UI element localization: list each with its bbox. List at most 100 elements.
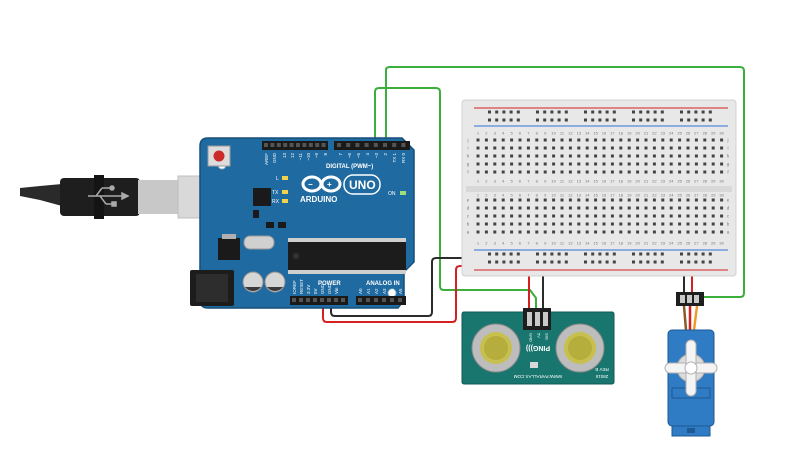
breadboard-column-number: 26: [686, 179, 691, 184]
breadboard-column-number: 13: [577, 131, 582, 136]
breadboard-column-number: 11: [560, 131, 565, 136]
wire-red-5v[interactable]: [322, 265, 477, 323]
wire-green-sensor-signal[interactable]: [374, 87, 537, 311]
breadboard-row-letter: i: [728, 146, 729, 151]
breadboard-column-number: 9: [544, 131, 547, 136]
wire-black-gnd[interactable]: [330, 257, 477, 317]
breadboard-column-number: 1: [477, 179, 480, 184]
power-pin-header[interactable]: [290, 296, 406, 305]
breadboard-column-number: 25: [677, 179, 682, 184]
breadboard-column-number: 3: [494, 131, 497, 136]
breadboard-column-number: 16: [602, 131, 607, 136]
servo-horn[interactable]: [664, 339, 718, 397]
breadboard-column-number: 29: [711, 179, 716, 184]
uno-badge: UNO: [343, 174, 381, 195]
servo-connector[interactable]: [676, 292, 704, 306]
breadboard-column-number: 1: [477, 241, 480, 246]
breadboard-column-number: 17: [610, 179, 615, 184]
arduino-logo-icon: [301, 175, 342, 193]
breadboard-column-number: 2: [485, 193, 488, 198]
breadboard-column-number: 24: [669, 241, 674, 246]
breadboard-labels: 1111222233334444555566667777888899991010…: [467, 131, 730, 246]
breadboard-row-letter: j: [467, 138, 469, 143]
breadboard-column-number: 8: [536, 241, 539, 246]
arduino-logo-text: ARDUINO: [300, 195, 337, 204]
breadboard-column-number: 3: [494, 241, 497, 246]
analog-header-label: ANALOG IN: [366, 281, 400, 287]
breadboard-column-number: 28: [703, 193, 708, 198]
breadboard-column-number: 30: [719, 131, 724, 136]
breadboard-column-number: 11: [560, 241, 565, 246]
power-pin-label: RESET: [299, 279, 304, 294]
sensor-part-text: 28015: [595, 374, 608, 379]
breadboard-column-number: 24: [669, 193, 674, 198]
breadboard-column-number: 29: [711, 131, 716, 136]
breadboard-column-number: 7: [527, 131, 530, 136]
digital-pin-header[interactable]: [262, 141, 410, 150]
digital-pin-label: 13: [282, 153, 287, 159]
power-pin-label: GND: [327, 283, 332, 294]
breadboard-column-number: 19: [627, 241, 632, 246]
breadboard-column-number: 10: [551, 179, 556, 184]
sensor-header-pins[interactable]: [523, 308, 551, 330]
led-label-l: L: [276, 176, 279, 182]
power-pin-label: A4: [390, 288, 395, 294]
breadboard-column-number: 27: [694, 131, 699, 136]
sensor-transducer-left: [471, 323, 521, 373]
breadboard-column-number: 22: [652, 193, 657, 198]
wire-green-servo-signal[interactable]: [385, 66, 745, 298]
breadboard-column-number: 15: [593, 193, 598, 198]
power-pin-label: IOREF: [292, 280, 297, 294]
power-jack[interactable]: [190, 270, 234, 306]
breadboard-column-number: 10: [551, 131, 556, 136]
breadboard-column-number: 10: [551, 193, 556, 198]
breadboard-column-number: 11: [560, 193, 565, 198]
breadboard-column-number: 16: [602, 193, 607, 198]
breadboard-column-number: 21: [644, 179, 649, 184]
power-pin-label: A0: [358, 288, 363, 294]
breadboard-column-number: 21: [644, 241, 649, 246]
servo-motor[interactable]: [664, 292, 718, 437]
breadboard-column-number: 12: [568, 241, 573, 246]
capacitor-1: [242, 271, 264, 293]
digital-pin-label: 8: [323, 153, 328, 156]
breadboard-column-number: 21: [644, 193, 649, 198]
breadboard-column-number: 8: [536, 179, 539, 184]
breadboard-column-number: 4: [502, 241, 505, 246]
power-pin-label: A5: [398, 288, 403, 294]
breadboard-row-letter: d: [727, 206, 730, 211]
breadboard[interactable]: 1111222233334444555566667777888899991010…: [461, 99, 737, 277]
reset-button[interactable]: [207, 145, 231, 167]
breadboard-column-number: 6: [519, 193, 522, 198]
breadboard-column-number: 27: [694, 241, 699, 246]
digital-pin-label: 7: [338, 153, 343, 156]
arduino-uno-board[interactable]: L TX RX ON − + ARDUINO UNO DIGITAL (PWM~…: [190, 137, 415, 309]
breadboard-row-letter: b: [727, 222, 730, 227]
breadboard-column-number: 30: [719, 241, 724, 246]
breadboard-column-number: 30: [719, 179, 724, 184]
svg-text:−: −: [308, 180, 313, 189]
power-pin-label: A2: [374, 288, 379, 294]
breadboard-column-number: 15: [593, 241, 598, 246]
breadboard-column-number: 8: [536, 193, 539, 198]
digital-pin-label: 2: [383, 153, 388, 156]
breadboard-column-number: 29: [711, 241, 716, 246]
breadboard-column-number: 25: [677, 241, 682, 246]
breadboard-row-letter: d: [467, 206, 470, 211]
breadboard-row-letter: f: [727, 170, 729, 175]
breadboard-column-number: 23: [661, 193, 666, 198]
breadboard-column-number: 14: [585, 131, 590, 136]
breadboard-column-number: 23: [661, 131, 666, 136]
power-pin-label: 5V: [313, 288, 318, 294]
breadboard-column-number: 20: [635, 179, 640, 184]
breadboard-column-number: 18: [619, 193, 624, 198]
breadboard-column-number: 9: [544, 193, 547, 198]
breadboard-column-number: 4: [502, 193, 505, 198]
ultrasonic-sensor[interactable]: PING))) WWW.PARALLAX.COM 28015 REV B GND…: [461, 308, 615, 385]
usb-chip: [253, 188, 271, 206]
power-pin-label: GND: [320, 283, 325, 294]
breadboard-column-number: 10: [551, 241, 556, 246]
breadboard-column-number: 14: [585, 241, 590, 246]
servo-cable: [682, 305, 699, 331]
